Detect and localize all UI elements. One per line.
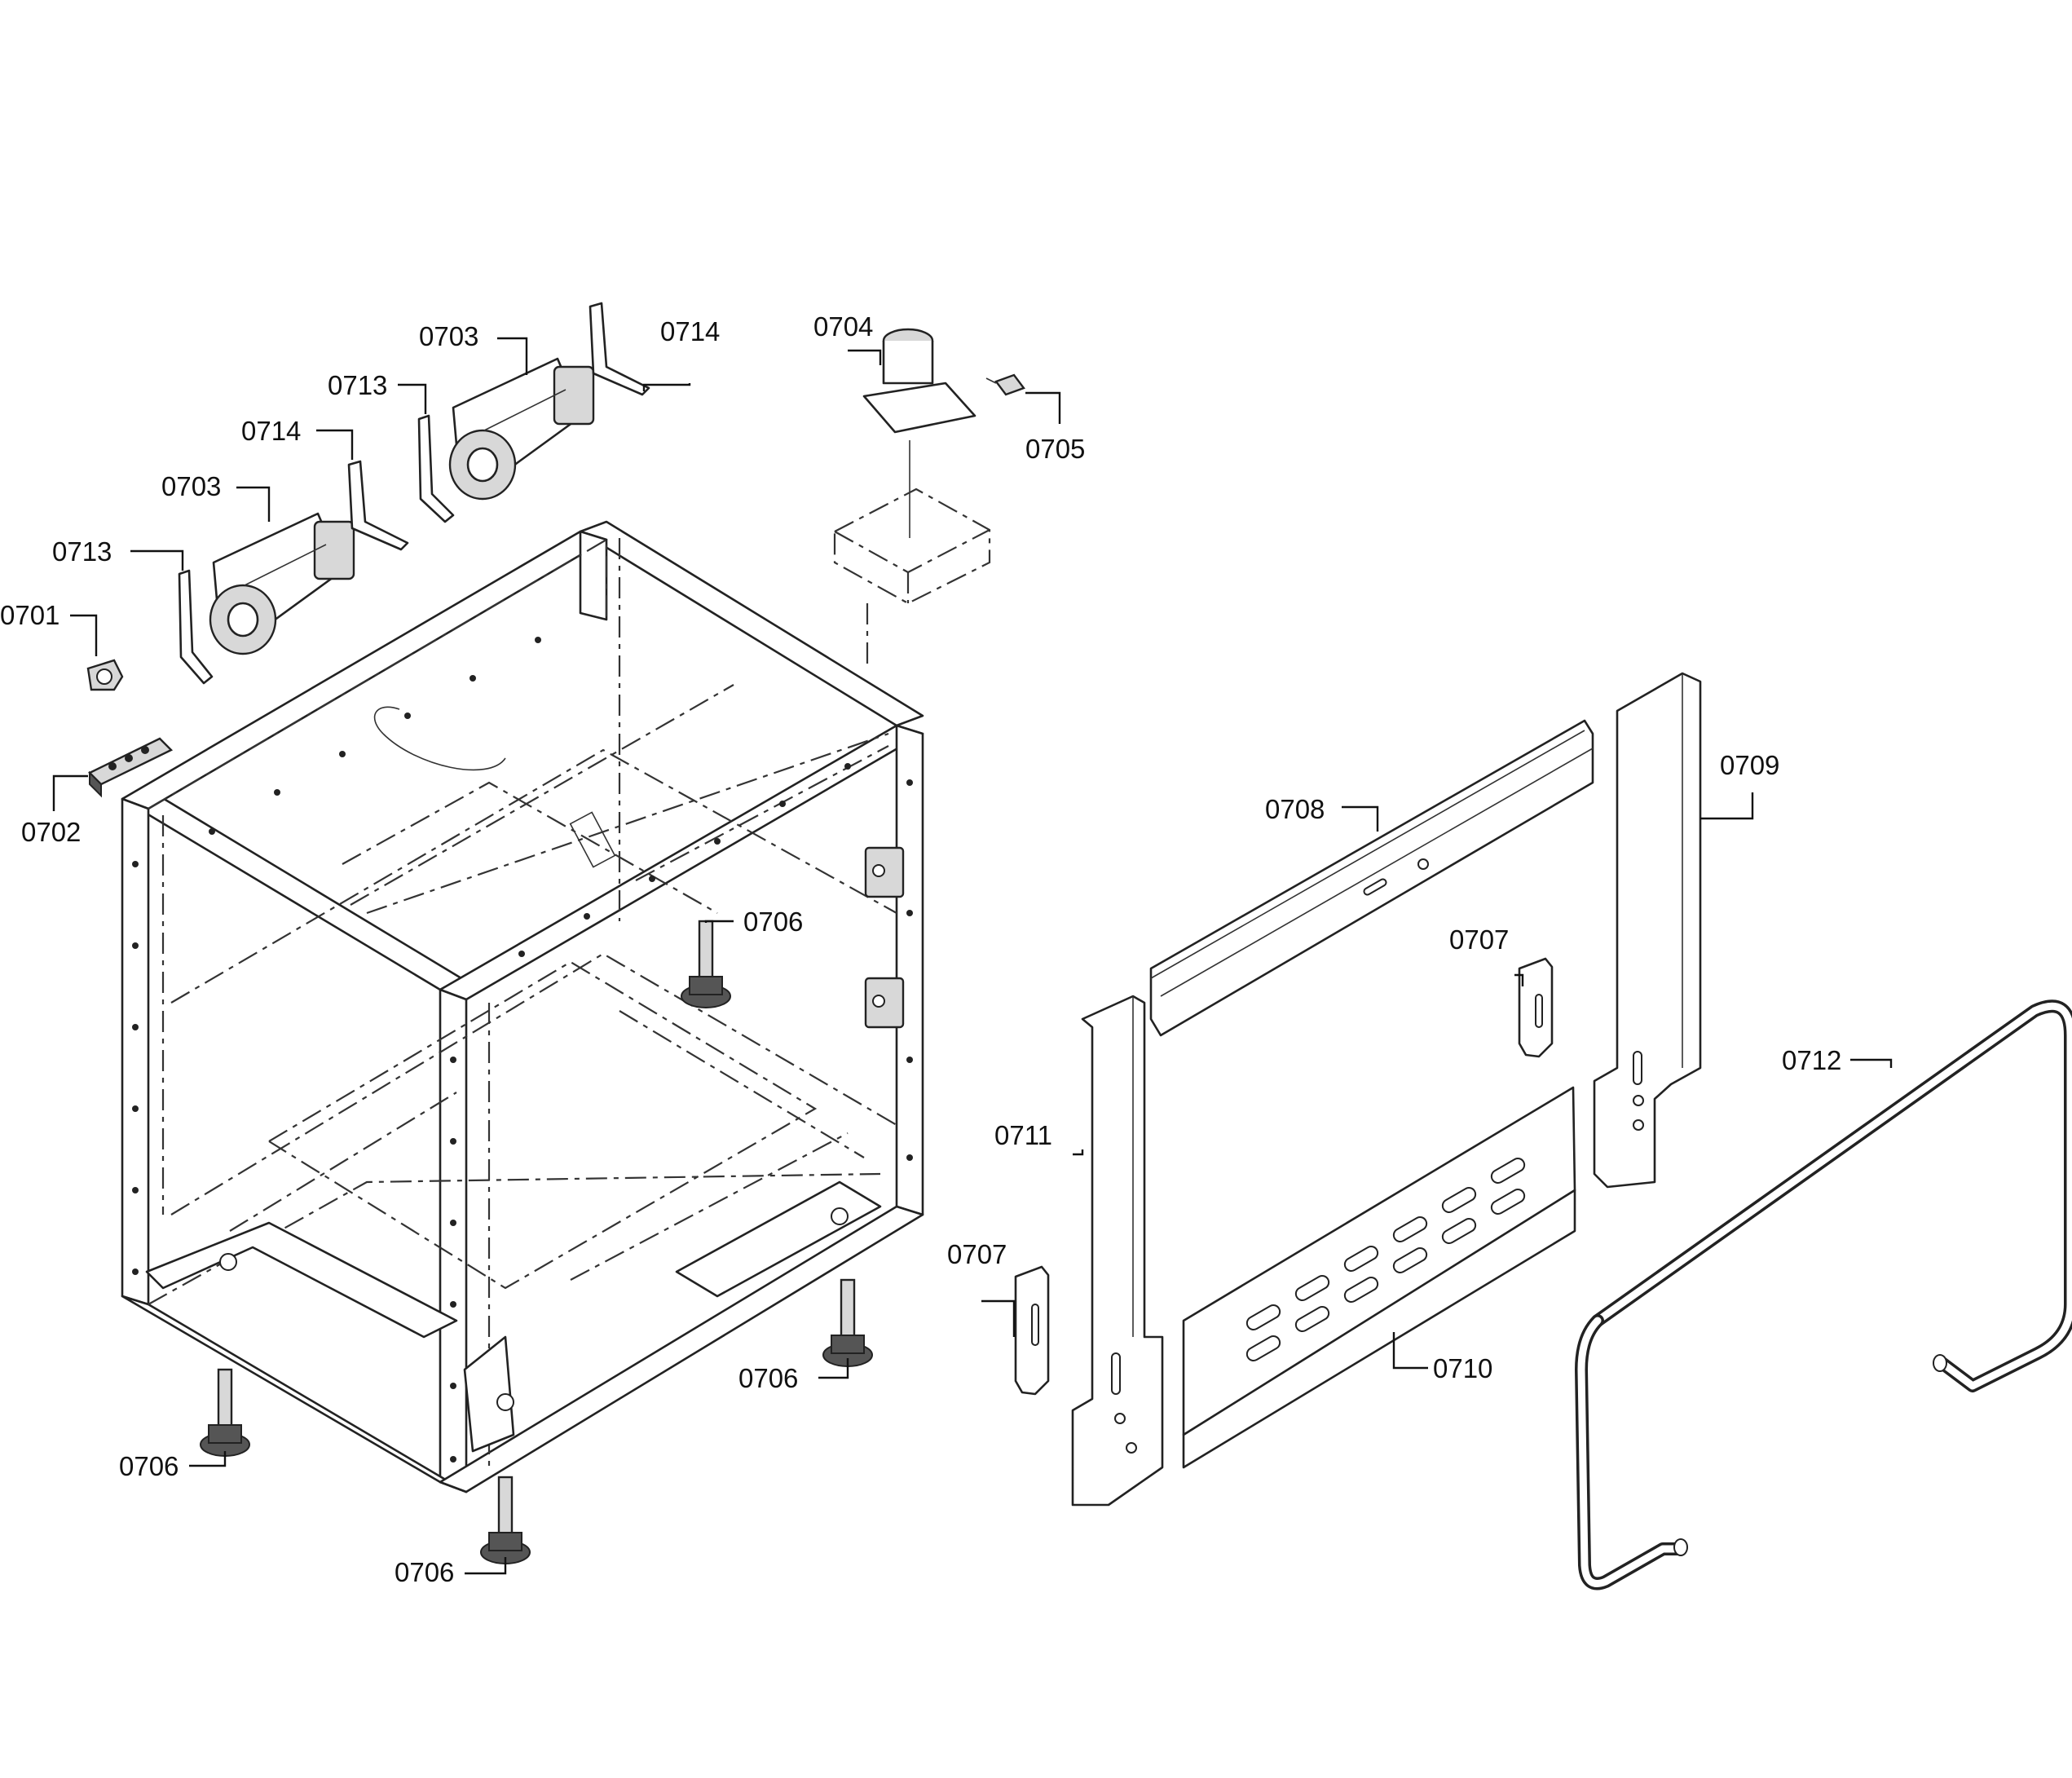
part-0701-thermostat-knob xyxy=(86,659,124,691)
bottom-bracket-front xyxy=(463,1335,515,1453)
part-0713-bracket-upper xyxy=(417,414,455,523)
callout-labels: 0701 0702 0703 0703 0704 0705 0706 0706 … xyxy=(0,311,1841,1587)
callout-0710: 0710 xyxy=(1433,1353,1492,1383)
part-0703-convection-motor-upper xyxy=(448,357,595,501)
part-0704-lamp-assembly xyxy=(833,328,991,668)
part-0705-clip xyxy=(985,373,1025,396)
callout-0706-upper: 0706 xyxy=(743,907,803,937)
part-0703-convection-motor-lower xyxy=(209,512,355,655)
part-0707-hinge-receiver-lower xyxy=(1014,1265,1050,1396)
callout-0711: 0711 xyxy=(994,1120,1052,1150)
callout-0704: 0704 xyxy=(813,311,873,342)
part-0712-handle-rod xyxy=(1575,999,2072,1590)
callout-0713-upper: 0713 xyxy=(328,370,387,400)
frame-top-front-rail xyxy=(121,786,463,991)
callout-0709: 0709 xyxy=(1720,750,1779,780)
bottom-crossmember-left xyxy=(145,1221,458,1339)
callout-0714-lower: 0714 xyxy=(241,416,301,446)
part-0702-terminal-block xyxy=(87,737,174,798)
frame-bottom-right-rail xyxy=(439,1205,924,1493)
callout-0703-lower: 0703 xyxy=(161,471,221,501)
callout-0707-lower: 0707 xyxy=(947,1239,1007,1269)
callout-0712: 0712 xyxy=(1782,1045,1841,1075)
callout-0702: 0702 xyxy=(21,817,81,847)
chassis-frame xyxy=(121,520,924,1493)
leveling-leg-0706c xyxy=(200,1368,250,1457)
part-0714-bracket-lower xyxy=(347,460,409,551)
leader-lines xyxy=(52,337,1893,1575)
callout-0714-upper: 0714 xyxy=(660,316,720,346)
part-0713-bracket-lower xyxy=(178,569,214,685)
callout-0705: 0705 xyxy=(1025,434,1085,464)
callout-0713-lower: 0713 xyxy=(52,536,112,567)
frame-post-front-right xyxy=(439,988,468,1493)
part-0708-front-top-rail xyxy=(1149,719,1594,1037)
part-0707-hinge-receiver-upper xyxy=(1518,957,1554,1058)
callout-0701: 0701 xyxy=(0,600,60,630)
callout-0706-right: 0706 xyxy=(738,1363,798,1393)
bottom-crossmember-right xyxy=(675,1180,882,1298)
leveling-leg-0706a xyxy=(681,920,731,1008)
frame-post-back-right xyxy=(895,724,924,1216)
leveling-leg-0706d xyxy=(480,1476,531,1564)
callout-0707-upper: 0707 xyxy=(1449,924,1509,955)
frame-post-front-left xyxy=(121,797,150,1306)
frame-top-back-rail xyxy=(579,520,924,727)
callout-0708: 0708 xyxy=(1265,794,1325,824)
part-0714-bracket-upper xyxy=(589,302,650,396)
leveling-leg-0706b xyxy=(822,1278,873,1367)
callout-0706-bottom: 0706 xyxy=(395,1557,454,1587)
callout-0706-left: 0706 xyxy=(119,1451,179,1481)
part-0709-right-upright xyxy=(1593,672,1702,1189)
part-0710-kick-panel xyxy=(1182,1086,1576,1469)
callout-0703-upper: 0703 xyxy=(419,321,478,351)
frame-post-back-left xyxy=(579,530,608,621)
part-0711-left-upright xyxy=(1071,995,1164,1507)
